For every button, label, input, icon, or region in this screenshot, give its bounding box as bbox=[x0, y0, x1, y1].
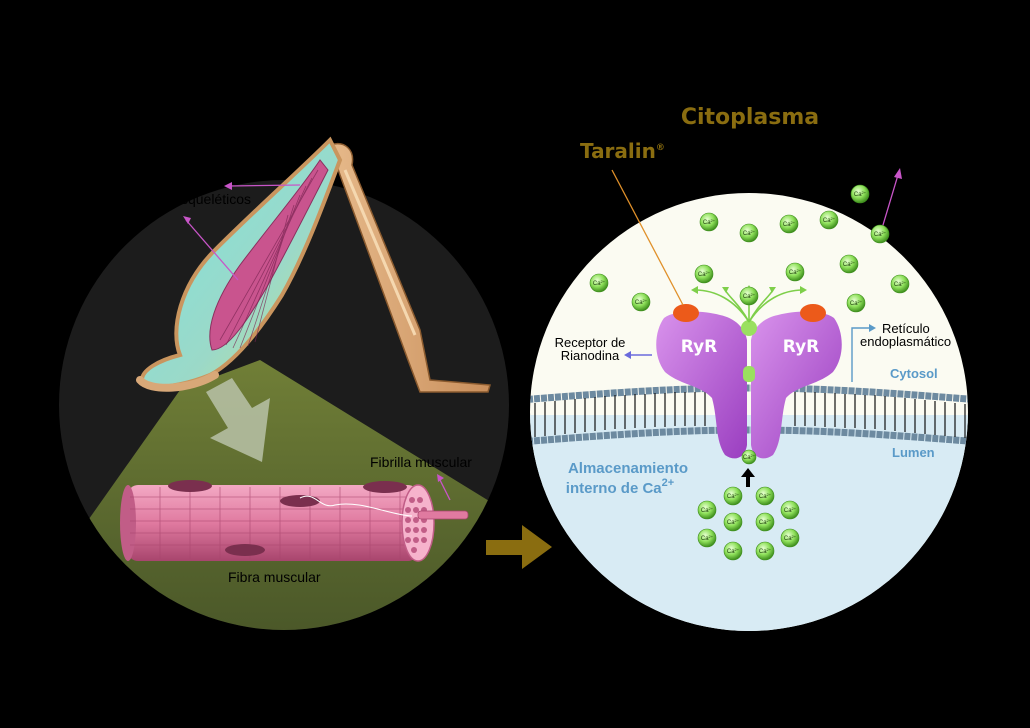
calcium-ion: Ca2+ bbox=[755, 541, 775, 561]
receptor-label-line2: Rianodina bbox=[561, 348, 620, 363]
calcium-ion: Ca2+ bbox=[631, 292, 651, 312]
calcium-ion-label: Ca2+ bbox=[743, 453, 756, 461]
calcium-ions: Ca2+ Ca2+ Ca2+ Ca2+ Ca2+ Ca2+ Ca2+ Ca2+ Ca2+ Ca2+… bbox=[589, 184, 910, 561]
calcium-ion: Ca2+ bbox=[850, 184, 870, 204]
calcium-ion-label: Ca2+ bbox=[635, 298, 648, 306]
citoplasma-title: Citoplasma bbox=[681, 105, 819, 130]
calcium-ion-label: Ca2+ bbox=[894, 280, 907, 288]
reticulo-label-line2: endoplasmático bbox=[860, 334, 951, 349]
calcium-ion: Ca2+ bbox=[697, 500, 717, 520]
lumen-to-channel-arrow bbox=[741, 468, 755, 487]
calcium-ion: Ca2+ bbox=[723, 486, 743, 506]
calcium-ion-label: Ca2+ bbox=[759, 547, 772, 555]
calcium-ion-label: Ca2+ bbox=[784, 534, 797, 542]
fibrilla-label: Fibrilla muscular bbox=[370, 454, 472, 470]
calcium-ion-label: Ca2+ bbox=[701, 506, 714, 514]
calcium-ion: Ca2+ bbox=[755, 512, 775, 532]
calcium-ion-label: Ca2+ bbox=[727, 547, 740, 555]
calcium-ion: Ca2+ bbox=[739, 223, 759, 243]
calcium-ion-label: Ca2+ bbox=[823, 216, 836, 224]
calcium-ion: Ca2+ bbox=[890, 274, 910, 294]
calcium-ion-label: Ca2+ bbox=[743, 229, 756, 237]
ryr-left-subunit bbox=[656, 311, 747, 459]
calcium-ion: Ca2+ bbox=[694, 264, 714, 284]
almacenamiento-line2: interno de Ca2+ bbox=[566, 477, 674, 497]
musculos-label: esqueléticos bbox=[173, 191, 251, 207]
taralin-title: Taralin® bbox=[580, 139, 665, 163]
calcium-ion: Ca2+ bbox=[699, 212, 719, 232]
cytosol-label: Cytosol bbox=[890, 366, 938, 381]
ryr-right-label: RyR bbox=[783, 337, 820, 357]
zoom-arrow-icon bbox=[206, 378, 270, 462]
calcium-ion-label: Ca2+ bbox=[759, 492, 772, 500]
almacenamiento-line1: Almacenamiento bbox=[568, 460, 688, 477]
calcium-ion: Ca2+ bbox=[870, 224, 890, 244]
calcium-ion: Ca2+ bbox=[846, 293, 866, 313]
ryanodine-receptor: RyR RyR bbox=[656, 304, 842, 459]
calcium-ion: Ca2+ bbox=[780, 528, 800, 548]
ryr-right-subunit bbox=[751, 311, 842, 459]
transition-arrow-icon bbox=[486, 525, 552, 569]
calcium-ion-label: Ca2+ bbox=[874, 230, 887, 238]
calcium-ion: Ca2+ bbox=[755, 486, 775, 506]
calcium-ion: Ca2+ bbox=[741, 449, 757, 465]
calcium-ion-label: Ca2+ bbox=[743, 292, 756, 300]
calcium-ion-label: Ca2+ bbox=[843, 260, 856, 268]
insect-leg-illustration bbox=[136, 136, 491, 393]
calcium-ion: Ca2+ bbox=[739, 286, 759, 306]
membrane-bilayer bbox=[530, 384, 968, 446]
calcium-ion: Ca2+ bbox=[819, 210, 839, 230]
reticulo-label-line1: Retículo bbox=[882, 321, 930, 336]
calcium-ion: Ca2+ bbox=[780, 500, 800, 520]
calcium-ion: Ca2+ bbox=[589, 273, 609, 293]
calcium-ion-label: Ca2+ bbox=[727, 492, 740, 500]
calcium-ion-label: Ca2+ bbox=[854, 190, 867, 198]
calcium-ion-label: Ca2+ bbox=[789, 268, 802, 276]
calcium-ion-label: Ca2+ bbox=[784, 506, 797, 514]
taralin-binding-site-left bbox=[673, 304, 699, 322]
calcium-ion-label: Ca2+ bbox=[727, 518, 740, 526]
calcium-ion: Ca2+ bbox=[697, 528, 717, 548]
right-annotation-arrows bbox=[611, 168, 902, 382]
calcium-ion-label: Ca2+ bbox=[850, 299, 863, 307]
calcium-ion: Ca2+ bbox=[723, 541, 743, 561]
calcium-ion: Ca2+ bbox=[723, 512, 743, 532]
channel-ion-top bbox=[741, 320, 757, 336]
calcium-ion-label: Ca2+ bbox=[701, 534, 714, 542]
left-annotation-arrows bbox=[185, 184, 451, 501]
calcium-ion: Ca2+ bbox=[785, 262, 805, 282]
channel-ion-middle bbox=[743, 366, 755, 382]
muscle-fiber bbox=[120, 480, 469, 562]
lumen-label: Lumen bbox=[892, 445, 935, 460]
calcium-ion: Ca2+ bbox=[779, 214, 799, 234]
calcium-ion: Ca2+ bbox=[839, 254, 859, 274]
calcium-ion-label: Ca2+ bbox=[783, 220, 796, 228]
fibra-label: Fibra muscular bbox=[228, 569, 321, 585]
taralin-binding-site-right bbox=[800, 304, 826, 322]
calcium-ion-label: Ca2+ bbox=[703, 218, 716, 226]
calcium-ion-label: Ca2+ bbox=[759, 518, 772, 526]
ryr-left-label: RyR bbox=[681, 337, 718, 357]
right-circle-panel bbox=[530, 193, 968, 631]
calcium-ion-label: Ca2+ bbox=[698, 270, 711, 278]
receptor-label-line1: Receptor de bbox=[555, 335, 626, 350]
calcium-ion-label: Ca2+ bbox=[593, 279, 606, 287]
